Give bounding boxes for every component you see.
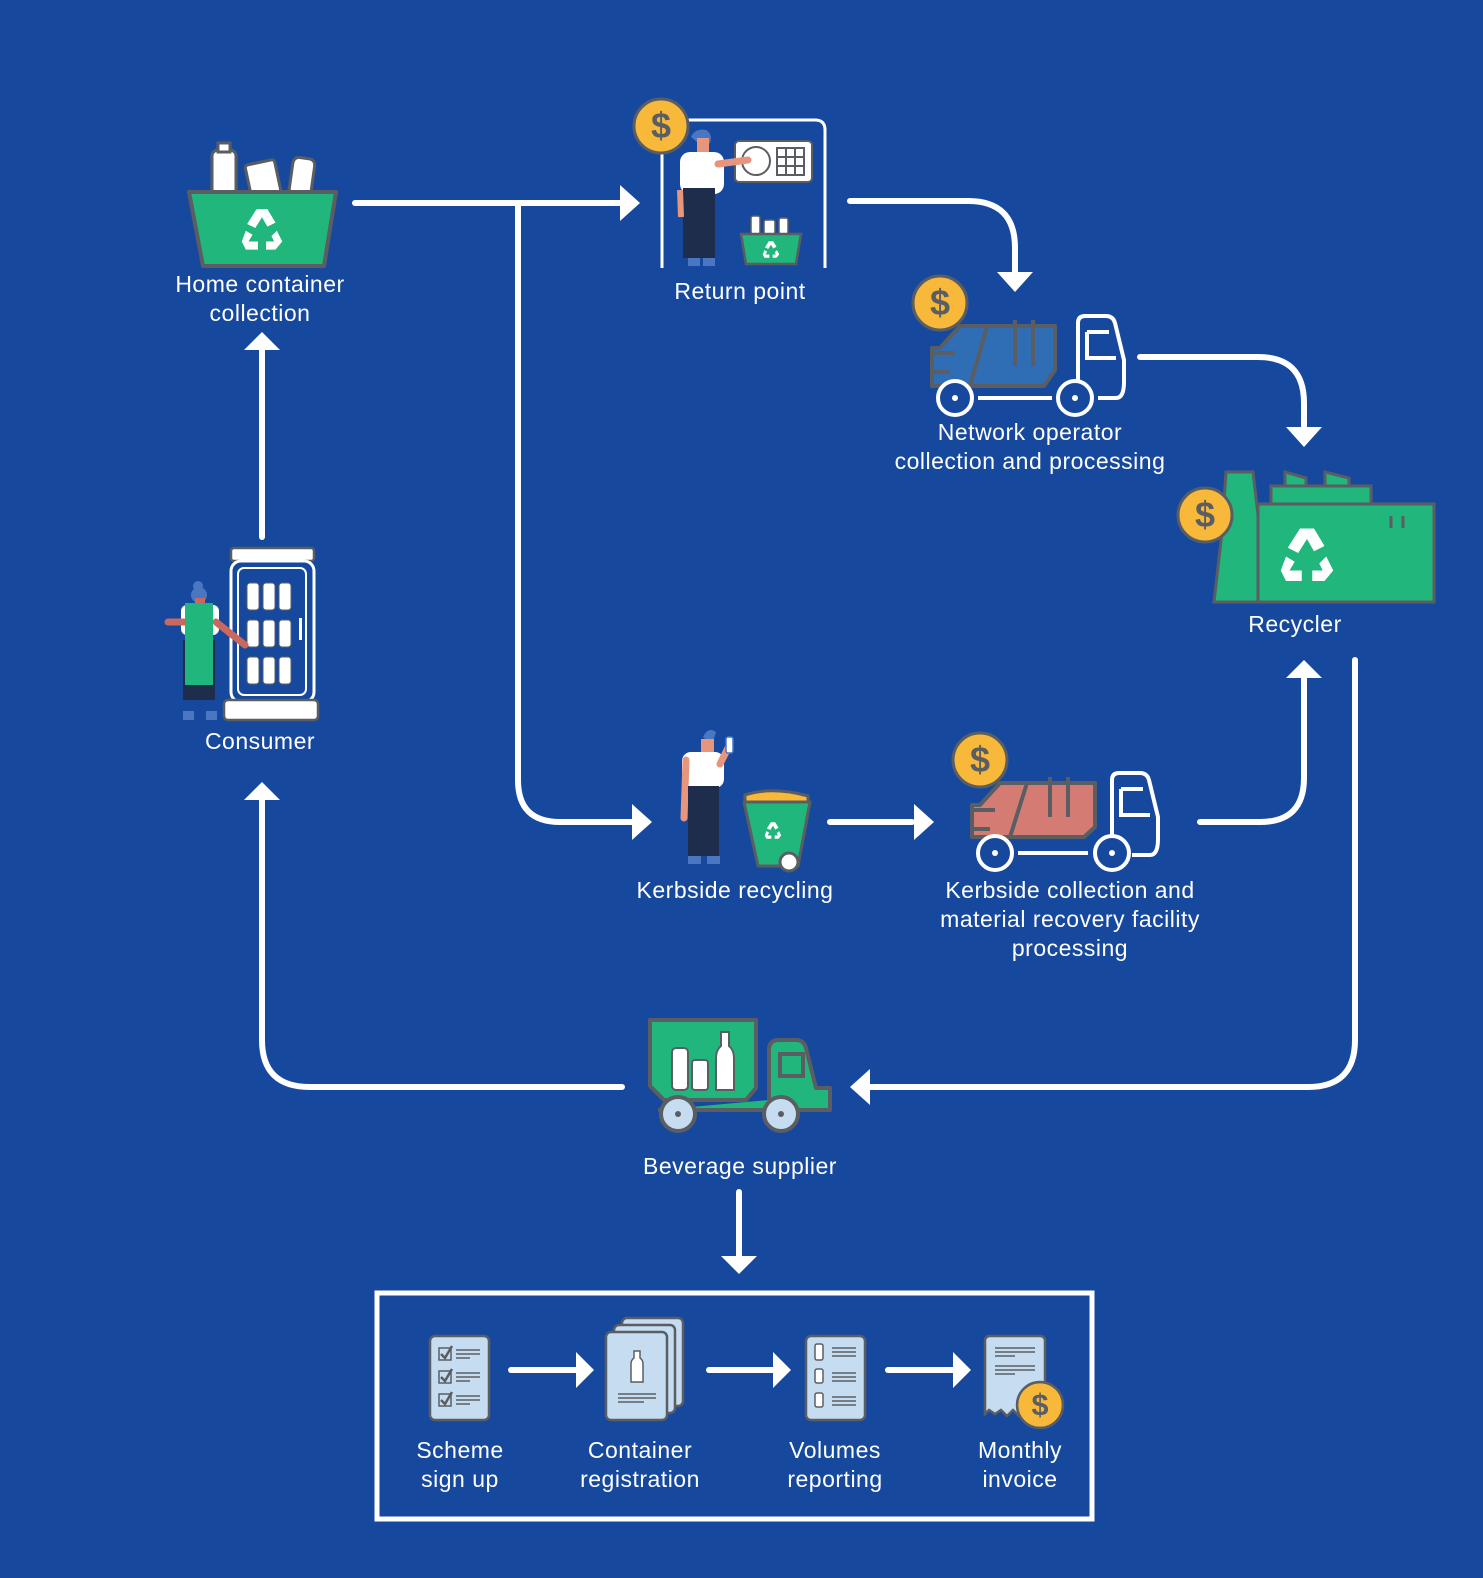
arrow-recycler-to-supplier — [867, 657, 1358, 1090]
arrowhead-left — [850, 1069, 870, 1105]
step-label-monthly-invoice: Monthly invoice — [977, 1437, 1063, 1492]
arrowhead-right — [632, 804, 652, 840]
arrowhead-right — [773, 1352, 791, 1388]
arrowhead-down — [1286, 427, 1322, 447]
coin-icon — [911, 274, 969, 332]
arrow-network-to-recycler — [1137, 354, 1307, 435]
arrows — [259, 198, 1358, 1373]
node-label-home-collection: Home container collection — [175, 271, 345, 326]
arrow-mrf-to-recycler — [1197, 673, 1307, 825]
shop-fridge-icon — [164, 546, 320, 722]
step-label-container-registration: Container registration — [580, 1437, 700, 1492]
arrowhead-right — [953, 1352, 971, 1388]
garbage-truck-icon — [970, 771, 1160, 872]
node-label-consumer: Consumer — [204, 728, 316, 754]
arrow-return-to-network — [847, 198, 1018, 281]
arrowhead-right — [620, 185, 640, 221]
arrowhead-up — [244, 782, 280, 800]
node-label-kerbside-collection: Kerbside collection and material recover… — [940, 877, 1200, 961]
recycling-basket-icon — [187, 141, 338, 268]
arrowhead-down — [997, 272, 1033, 292]
wheelie-bin-icon — [680, 729, 812, 873]
arrowheads — [244, 185, 1322, 1388]
arrowhead-right — [576, 1352, 594, 1388]
arrow-home-to-kerbside — [515, 203, 635, 825]
registration-documents-icon — [604, 1316, 685, 1422]
arrowhead-right — [914, 804, 934, 840]
collection-truck-icon — [930, 314, 1126, 417]
node-label-beverage-supplier: Beverage supplier — [643, 1153, 837, 1179]
arrow-supplier-to-consumer — [259, 792, 625, 1090]
arrowhead-up — [1286, 660, 1322, 678]
step-label-scheme-sign-up: Scheme sign up — [416, 1437, 504, 1492]
node-label-return-point: Return point — [674, 278, 806, 304]
arrowhead-down — [721, 1256, 757, 1274]
supplier-process-box — [374, 1290, 1095, 1522]
node-label-kerbside-recycling: Kerbside recycling — [636, 877, 834, 903]
reverse-vending-machine-icon — [660, 118, 827, 268]
coin-icon — [1176, 486, 1234, 544]
node-label-recycler: Recycler — [1248, 611, 1342, 637]
recycling-factory-icon — [1212, 470, 1436, 604]
volumes-report-icon — [804, 1334, 867, 1422]
step-label-volumes-reporting: Volumes reporting — [787, 1437, 883, 1492]
arrowhead-up — [244, 332, 280, 350]
node-label-network-operator: Network operator collection and processi… — [894, 419, 1166, 474]
coin-icon — [1015, 1380, 1065, 1430]
checklist-icon — [428, 1334, 491, 1422]
coin-icon — [951, 731, 1009, 789]
coin-icon — [632, 97, 690, 155]
delivery-truck-icon — [648, 1018, 832, 1133]
